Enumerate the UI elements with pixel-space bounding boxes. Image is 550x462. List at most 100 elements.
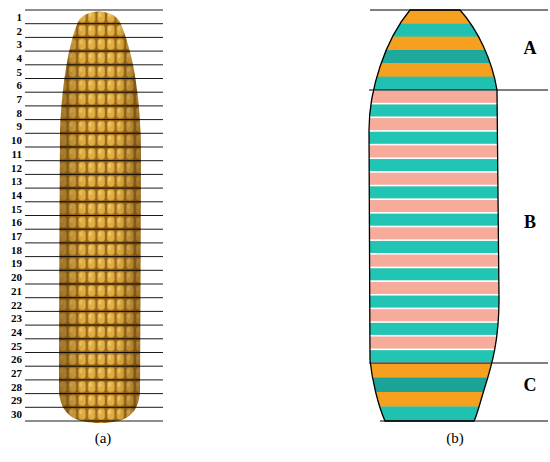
row-number: 19 [2, 257, 22, 269]
middle-stripe [360, 118, 510, 130]
middle-stripe [360, 173, 510, 185]
row-lines [25, 10, 163, 421]
region-letter: C [524, 375, 537, 395]
row-number: 10 [2, 134, 22, 146]
base-stripe [360, 392, 510, 407]
row-number: 17 [2, 230, 22, 242]
row-number: 3 [2, 38, 22, 50]
middle-stripe [360, 255, 510, 267]
middle-stripe [360, 132, 510, 144]
corn-ear [59, 12, 141, 424]
row-line [25, 338, 163, 339]
tip-stripe [360, 63, 510, 77]
middle-stripe [360, 309, 510, 321]
row-number: 16 [2, 216, 22, 228]
region-letter: A [524, 38, 537, 58]
row-number: 8 [2, 107, 22, 119]
row-number: 24 [2, 326, 22, 338]
region-stripes [360, 0, 510, 462]
row-number: 4 [2, 52, 22, 64]
row-line [25, 215, 163, 216]
row-line [25, 311, 163, 312]
middle-stripe [360, 227, 510, 239]
row-line [25, 92, 163, 93]
row-line [25, 284, 163, 285]
tip-stripe [360, 37, 510, 51]
row-number: 29 [2, 394, 22, 406]
panel-caption: (b) [446, 429, 464, 447]
row-number: 20 [2, 271, 22, 283]
row-line [25, 270, 163, 271]
row-number: 6 [2, 79, 22, 91]
row-line [25, 147, 163, 148]
row-line [25, 23, 163, 24]
row-number: 18 [2, 244, 22, 256]
row-line [25, 352, 163, 353]
ear-outline [369, 10, 499, 421]
middle-stripe [360, 350, 510, 362]
region-line [369, 89, 548, 90]
row-number: 5 [2, 66, 22, 78]
row-line [25, 37, 163, 38]
middle-stripe [360, 296, 510, 308]
row-number: 13 [2, 175, 22, 187]
row-line [25, 229, 163, 230]
middle-stripe [360, 214, 510, 226]
row-line [25, 78, 163, 79]
tip-stripe [360, 23, 510, 37]
row-line [25, 160, 163, 161]
corn-kernels [59, 12, 141, 424]
middle-stripe [360, 159, 510, 171]
middle-stripe [360, 145, 510, 157]
row-line [25, 297, 163, 298]
middle-stripe [360, 337, 510, 349]
row-number: 23 [2, 312, 22, 324]
region-line [370, 9, 548, 10]
row-number: 2 [2, 25, 22, 37]
tip-stripe [360, 10, 510, 24]
ground-stripe [360, 0, 510, 462]
row-number: 22 [2, 299, 22, 311]
row-line [25, 119, 163, 120]
row-number: 25 [2, 340, 22, 352]
row-number: 26 [2, 353, 22, 365]
base-stripe [360, 363, 510, 378]
row-number: 7 [2, 93, 22, 105]
row-number: 12 [2, 162, 22, 174]
region-letter: B [524, 212, 536, 232]
middle-stripe [360, 104, 510, 116]
row-line [25, 105, 163, 106]
row-line [25, 10, 163, 11]
row-line [25, 325, 163, 326]
row-number: 14 [2, 189, 22, 201]
middle-stripe [360, 186, 510, 198]
middle-stripe [360, 282, 510, 294]
row-number: 11 [2, 148, 22, 160]
region-lines [369, 10, 548, 421]
middle-stripe [360, 323, 510, 335]
middle-stripe [360, 200, 510, 212]
row-number: 1 [2, 11, 22, 23]
region-line [380, 420, 548, 421]
corn-shading [59, 12, 141, 424]
row-line [25, 201, 163, 202]
panel-caption: (a) [95, 429, 112, 447]
row-number: 9 [2, 120, 22, 132]
row-number: 15 [2, 203, 22, 215]
row-number: 30 [2, 408, 22, 420]
region-line [369, 362, 548, 363]
middle-stripe [360, 268, 510, 280]
row-line [25, 242, 163, 243]
row-line [25, 379, 163, 380]
row-line [25, 133, 163, 134]
row-line [25, 256, 163, 257]
row-number: 28 [2, 381, 22, 393]
row-line [25, 407, 163, 408]
row-line [25, 51, 163, 52]
row-line [25, 393, 163, 394]
row-line [25, 366, 163, 367]
row-line [25, 174, 163, 175]
row-line [25, 64, 163, 65]
row-number: 27 [2, 367, 22, 379]
